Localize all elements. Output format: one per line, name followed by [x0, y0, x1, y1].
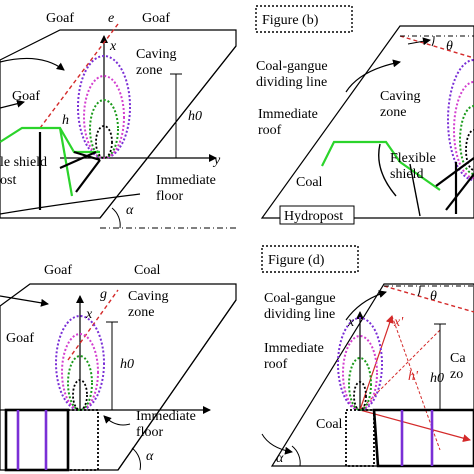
panel-a-h0-label: h0 [188, 109, 202, 124]
panel-b-shield [321, 140, 441, 191]
panel-d-coal: Coal [316, 417, 343, 432]
panel-d-figure-label: Figure (d) [268, 253, 325, 268]
panel-b-hydropost: Hydropost [284, 209, 343, 224]
panel-a-goaf-left: Goaf [12, 89, 40, 104]
panel-a-ellipse-inner [95, 125, 113, 159]
panel-b-ellipse-outer [447, 59, 474, 181]
panel-a-ellipse-green [89, 99, 119, 159]
panel-c-alpha: α [146, 449, 154, 464]
panel-a-x-label: x [109, 39, 117, 54]
panel-c-x-label: x [85, 307, 93, 322]
panel-d-x-prime: x' [393, 315, 404, 330]
panel-b-coal: Coal [296, 175, 323, 190]
panel-b-figure-box [255, 5, 353, 33]
panel-d-ellipse-outer [337, 317, 383, 411]
panel-d-support-frame [372, 408, 474, 468]
panel-d-seam-outline [270, 283, 474, 467]
panel-c-coal-top: Coal [134, 263, 161, 278]
panel-d-ellipse-mid [342, 335, 378, 411]
panel-d-theta: θ [430, 289, 437, 304]
panel-a-h-label: h [62, 113, 69, 128]
panel-a-goaf-top-left: Goaf [46, 11, 74, 26]
panel-c-support-frame [4, 408, 70, 472]
panel-c-seam-outline [0, 283, 237, 471]
panel-a-shield-partial: le shield [0, 155, 47, 170]
panel-d-h-prime: h' [408, 369, 419, 384]
panel-b-ellipse-inner [465, 129, 474, 171]
panel-b-dividing-line [399, 35, 474, 59]
panel-b-theta: θ [446, 39, 453, 54]
panel-d-dividing-line [383, 285, 474, 313]
panel-a-ellipse-mid [83, 75, 125, 159]
panel-d-figure-box [261, 245, 359, 273]
panel-d-ellipse-green [348, 357, 372, 411]
panel-a-goaf-top-right: Goaf [142, 11, 170, 26]
panel-d-x-label: x [347, 315, 355, 330]
panel-c-h0: h0 [120, 357, 134, 372]
panel-a-dividing-line [39, 23, 119, 129]
panel-b-seam-outline [260, 25, 474, 219]
panel-c-g-label: g [100, 287, 107, 302]
panel-a-y-label: y [212, 153, 221, 168]
panel-a-post-partial: ost [0, 173, 16, 188]
panel-a-e-label: e [108, 11, 114, 26]
panel-b-figure-label: Figure (b) [262, 13, 319, 28]
panel-a-alpha: α [126, 203, 134, 218]
panel-d-h0: h0 [430, 371, 444, 386]
panel-d-alpha: α [276, 451, 284, 466]
panel-c-goaf-top: Goaf [44, 263, 72, 278]
panel-c-goaf-left: Goaf [6, 331, 34, 346]
panel-b-hydropost-box [279, 205, 355, 225]
panel-c-ellipse-green [67, 355, 93, 411]
